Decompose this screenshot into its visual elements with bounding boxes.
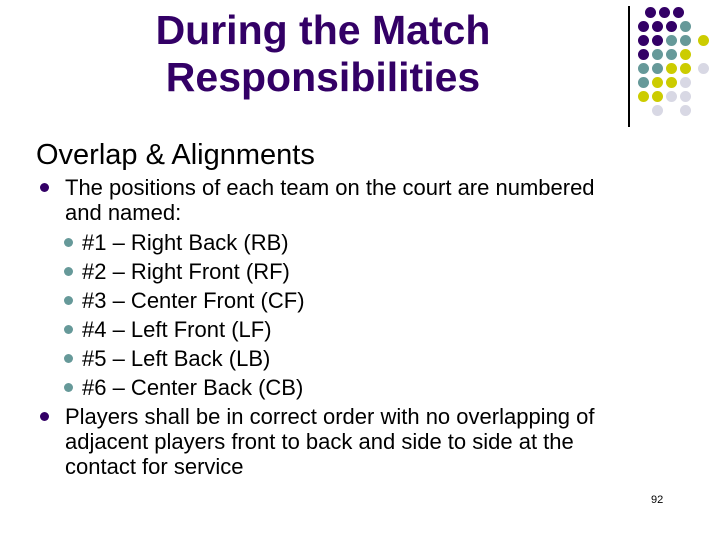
sub-bullet-item-5: #5 – Left Back (LB)	[64, 344, 642, 373]
dot-icon	[680, 105, 691, 116]
slide-body: The positions of each team on the court …	[36, 175, 642, 479]
dot-row	[638, 35, 712, 46]
dot-icon	[638, 35, 649, 46]
dot-icon	[680, 49, 691, 60]
dot-icon	[652, 105, 663, 116]
sub-bullet-item-3: #3 – Center Front (CF)	[64, 286, 642, 315]
dot-icon	[652, 49, 663, 60]
dot-icon	[666, 77, 677, 88]
level2-bullet-icon	[64, 296, 73, 305]
dot-spacer	[638, 105, 649, 116]
bullet-item-2: Players shall be in correct order with n…	[36, 404, 642, 479]
dot-icon	[666, 49, 677, 60]
dot-row	[638, 7, 712, 18]
sub-bullet-item-5-text: #5 – Left Back (LB)	[82, 346, 271, 371]
level2-bullet-icon	[64, 267, 73, 276]
dot-icon	[666, 91, 677, 102]
dot-icon	[638, 77, 649, 88]
bullet-item-1: The positions of each team on the court …	[36, 175, 642, 225]
sub-bullet-item-4: #4 – Left Front (LF)	[64, 315, 642, 344]
sub-bullet-item-6-text: #6 – Center Back (CB)	[82, 375, 304, 400]
sub-bullet-item-1: #1 – Right Back (RB)	[64, 228, 642, 257]
vertical-divider-line	[628, 6, 630, 127]
dot-icon	[638, 49, 649, 60]
dot-icon	[652, 91, 663, 102]
dot-icon	[652, 21, 663, 32]
dot-icon	[645, 7, 656, 18]
dot-icon	[680, 63, 691, 74]
dot-icon	[638, 91, 649, 102]
dot-spacer	[666, 105, 677, 116]
dot-row	[638, 91, 712, 102]
body-heading: Overlap & Alignments	[36, 139, 315, 171]
level2-bullet-icon	[64, 383, 73, 392]
dot-row	[638, 49, 712, 60]
dot-row	[638, 105, 712, 116]
dot-icon	[652, 63, 663, 74]
dot-icon	[666, 35, 677, 46]
dot-icon	[638, 63, 649, 74]
sub-bullet-item-1-text: #1 – Right Back (RB)	[82, 230, 289, 255]
dot-icon	[698, 35, 709, 46]
level1-bullet-icon	[40, 183, 49, 192]
sub-bullet-item-3-text: #3 – Center Front (CF)	[82, 288, 305, 313]
sub-bullet-item-6: #6 – Center Back (CB)	[64, 373, 642, 402]
bullet-item-2-text: Players shall be in correct order with n…	[65, 404, 595, 479]
dot-icon	[638, 21, 649, 32]
dot-icon	[652, 35, 663, 46]
dot-icon	[680, 91, 691, 102]
dot-row	[638, 21, 712, 32]
dot-icon	[652, 77, 663, 88]
dot-icon	[666, 63, 677, 74]
dot-icon	[680, 77, 691, 88]
dot-pattern-decoration	[638, 7, 712, 119]
level2-bullet-icon	[64, 238, 73, 247]
slide-title: During the Match Responsibilities	[103, 7, 543, 101]
slide-title-line2: Responsibilities	[165, 54, 481, 100]
sub-bullet-item-4-text: #4 – Left Front (LF)	[82, 317, 272, 342]
level1-bullet-icon	[40, 412, 49, 421]
page-number: 92	[651, 494, 664, 506]
dot-icon	[659, 7, 670, 18]
bullet-item-1-text: The positions of each team on the court …	[65, 175, 595, 225]
dot-row	[638, 63, 712, 74]
dot-icon	[698, 63, 709, 74]
sub-bullet-list: #1 – Right Back (RB) #2 – Right Front (R…	[64, 228, 642, 402]
dot-icon	[673, 7, 684, 18]
dot-icon	[680, 21, 691, 32]
dot-icon	[666, 21, 677, 32]
sub-bullet-item-2: #2 – Right Front (RF)	[64, 257, 642, 286]
slide-title-line1: During the Match	[155, 7, 491, 53]
level2-bullet-icon	[64, 325, 73, 334]
level2-bullet-icon	[64, 354, 73, 363]
sub-bullet-item-2-text: #2 – Right Front (RF)	[82, 259, 290, 284]
dot-icon	[680, 35, 691, 46]
dot-row	[638, 77, 712, 88]
